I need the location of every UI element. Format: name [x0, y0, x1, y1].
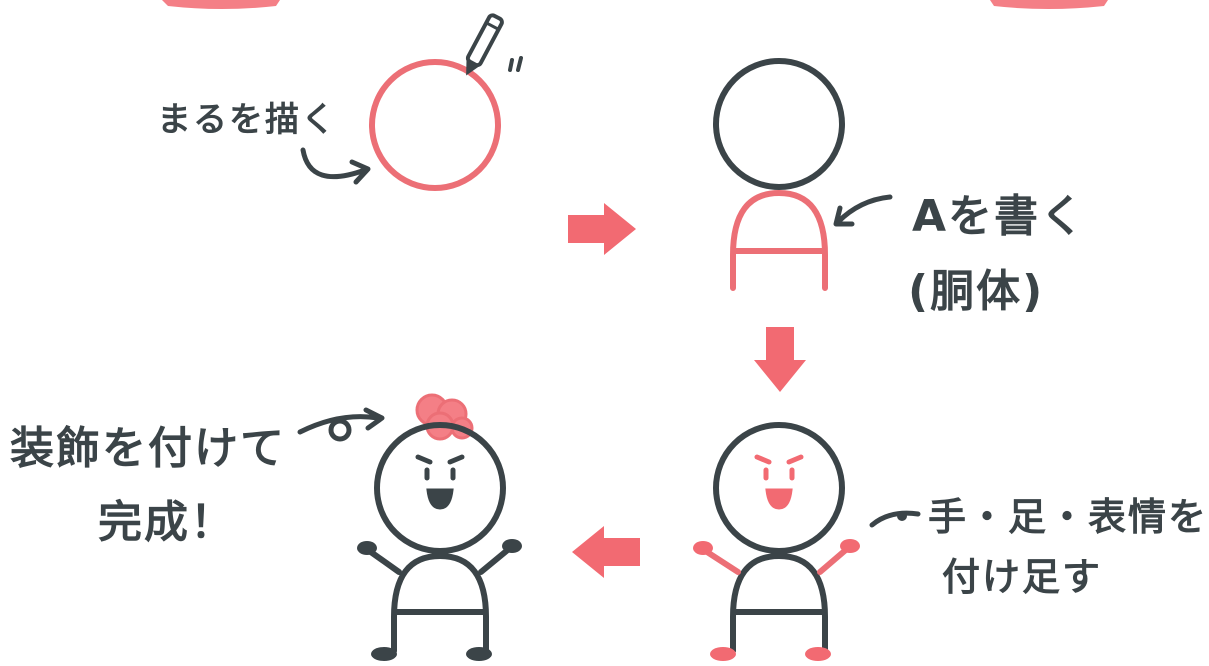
top-right-tab-decoration [990, 0, 1108, 9]
step3-body [730, 552, 828, 654]
step2-head [713, 58, 845, 190]
step4-label-line1: 装飾を付けて [10, 423, 286, 474]
step3-arms [693, 539, 860, 575]
step4-body [391, 552, 489, 654]
step3-label-line1: 手・足・表情を [928, 495, 1209, 539]
curved-pointer-arrow-icon [300, 147, 371, 185]
arrow-left-icon [572, 526, 640, 578]
curved-pointer-arrow-icon [833, 194, 893, 227]
step2-label-line1: Aを書く [912, 191, 1087, 242]
top-left-tab-decoration [162, 0, 280, 9]
step2-drawing [713, 58, 893, 291]
motion-lines-icon [508, 56, 523, 72]
step3-feet [710, 647, 831, 661]
step1-circle [369, 59, 501, 191]
step1-drawing [300, 13, 523, 191]
step4-feet [371, 647, 492, 661]
step2-label-line2: (胴体) [908, 266, 1045, 317]
step3-head [713, 422, 845, 554]
step4-head [374, 422, 506, 554]
step4-label-line2: 完成！ [98, 497, 236, 548]
step1-label: まるを描く [157, 100, 337, 140]
curved-pointer-arrow-icon [869, 510, 921, 528]
step2-a-body [730, 189, 828, 291]
step3-label-line2: 付け足す [942, 555, 1103, 599]
curved-pointer-arrow-icon [297, 407, 385, 442]
step3-face [754, 454, 804, 510]
step4-face [415, 454, 465, 510]
pen-icon [465, 13, 504, 76]
arrow-right-icon [568, 203, 636, 255]
step4-arms [357, 539, 522, 575]
step4-drawing [297, 393, 522, 661]
step3-drawing [693, 422, 921, 661]
arrow-down-icon [754, 327, 806, 392]
